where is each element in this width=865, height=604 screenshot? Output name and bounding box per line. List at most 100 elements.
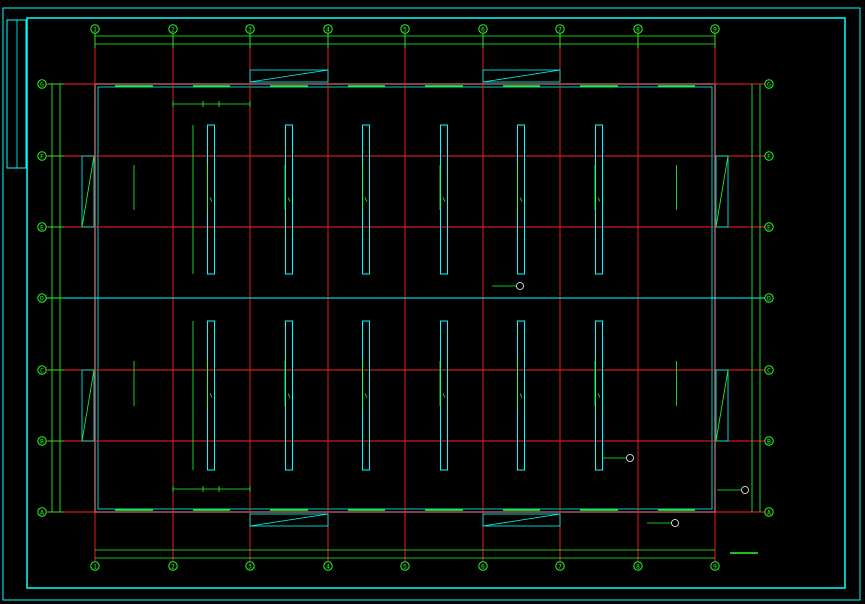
axis-bubble-bottom-4-label: 4 bbox=[326, 562, 330, 570]
detail-marks bbox=[492, 282, 758, 554]
axis-bubble-top-5-label: 5 bbox=[403, 25, 407, 33]
purlin-bar-1-4 bbox=[440, 124, 448, 275]
axis-bubble-top-1 bbox=[90, 24, 100, 34]
axis-bubble-top-1-label: 1 bbox=[93, 25, 97, 33]
axis-bubble-left-C-label: C bbox=[40, 366, 44, 374]
axis-bubble-right-E bbox=[764, 222, 774, 232]
axis-bubble-bottom-3 bbox=[245, 561, 255, 571]
axis-bubble-right-A-label: A bbox=[767, 508, 771, 516]
sheet-inner-border bbox=[26, 17, 846, 589]
purlin-mark bbox=[364, 393, 368, 398]
side-brace-frame bbox=[81, 369, 95, 442]
axis-bubble-right-E-label: E bbox=[767, 223, 771, 231]
purlin-mark bbox=[442, 197, 446, 202]
roof-brace-diagonal bbox=[482, 69, 561, 83]
axis-bubble-bottom-2 bbox=[168, 561, 178, 571]
axis-bubble-right-C bbox=[764, 365, 774, 375]
axis-bubble-right-D-label: D bbox=[767, 294, 771, 302]
title-block bbox=[6, 19, 27, 169]
side-brace-frame bbox=[715, 369, 729, 442]
purlin-mark bbox=[287, 197, 291, 202]
axis-bubble-right-F bbox=[764, 151, 774, 161]
purlin-bar-1-6 bbox=[595, 124, 603, 275]
purlin-bar-2-6 bbox=[595, 320, 603, 471]
axis-bubble-bottom-6-label: 6 bbox=[481, 562, 485, 570]
axis-bubble-left-F bbox=[37, 151, 47, 161]
axis-bubble-top-7 bbox=[555, 24, 565, 34]
structural-grid bbox=[40, 30, 770, 570]
roof-brace-frame bbox=[249, 69, 329, 83]
axis-bubble-right-G-label: G bbox=[767, 80, 771, 88]
axis-bubble-left-B bbox=[37, 436, 47, 446]
roof-brace-frame bbox=[249, 513, 329, 527]
axis-bubble-top-9-label: 9 bbox=[713, 25, 717, 33]
axis-bubble-left-D-label: D bbox=[40, 294, 44, 302]
axis-bubble-bottom-4 bbox=[323, 561, 333, 571]
roof-brace-frame bbox=[482, 69, 561, 83]
purlin-mark bbox=[597, 197, 601, 202]
axis-bubble-left-D bbox=[37, 293, 47, 303]
axis-bubble-top-3-label: 3 bbox=[248, 25, 252, 33]
axis-bubble-right-D bbox=[764, 293, 774, 303]
axis-bubble-bottom-5-label: 5 bbox=[403, 562, 407, 570]
axis-bubble-left-C bbox=[37, 365, 47, 375]
dimension-lines bbox=[48, 32, 761, 559]
axis-bubble-right-A bbox=[764, 507, 774, 517]
purlin-mark bbox=[519, 197, 523, 202]
axis-bubble-right-G bbox=[764, 79, 774, 89]
axis-bubble-left-F-label: F bbox=[40, 152, 44, 160]
axis-bubble-top-5 bbox=[400, 24, 410, 34]
purlin-mark bbox=[209, 197, 213, 202]
axis-bubble-right-F-label: F bbox=[767, 152, 771, 160]
detail-callout-1 bbox=[516, 282, 524, 290]
axis-bubble-bottom-6 bbox=[478, 561, 488, 571]
side-brace-diagonal bbox=[715, 155, 729, 228]
axis-bubble-left-G bbox=[37, 79, 47, 89]
purlin-mark bbox=[287, 393, 291, 398]
sheet-outer-border bbox=[2, 7, 861, 601]
purlin-bar-2-4 bbox=[440, 320, 448, 471]
axis-bubble-left-E bbox=[37, 222, 47, 232]
purlin-mark bbox=[519, 393, 523, 398]
axis-bubble-top-7-label: 7 bbox=[558, 25, 562, 33]
purlin-bar-1-2 bbox=[285, 124, 293, 275]
axis-bubble-left-G-label: G bbox=[40, 80, 44, 88]
axis-bubble-right-C-label: C bbox=[767, 366, 771, 374]
purlin-members bbox=[133, 101, 677, 492]
axis-bubble-bottom-8-label: 8 bbox=[636, 562, 640, 570]
axis-bubble-left-A bbox=[37, 507, 47, 517]
axis-bubble-bottom-3-label: 3 bbox=[248, 562, 252, 570]
roof-brace-frame bbox=[482, 513, 561, 527]
axis-bubble-bottom-1 bbox=[90, 561, 100, 571]
axis-bubble-bottom-9 bbox=[710, 561, 720, 571]
side-brace-diagonal bbox=[81, 155, 95, 228]
axis-bubble-top-9 bbox=[710, 24, 720, 34]
roof-brace-diagonal bbox=[482, 513, 561, 527]
roof-brace-diagonal bbox=[249, 513, 329, 527]
side-brace-frame bbox=[81, 155, 95, 228]
side-brace-diagonal bbox=[715, 369, 729, 442]
axis-bubble-top-6-label: 6 bbox=[481, 25, 485, 33]
detail-callout-4 bbox=[671, 519, 679, 527]
purlin-mark bbox=[442, 393, 446, 398]
side-brace-diagonal bbox=[81, 369, 95, 442]
axis-bubble-bottom-1-label: 1 bbox=[93, 562, 97, 570]
axis-bubble-right-B-label: B bbox=[767, 437, 771, 445]
axis-bubble-left-A-label: A bbox=[40, 508, 44, 516]
axis-bubble-top-4-label: 4 bbox=[326, 25, 330, 33]
axis-bubble-bottom-7 bbox=[555, 561, 565, 571]
purlin-mark bbox=[209, 393, 213, 398]
axis-bubble-left-B-label: B bbox=[40, 437, 44, 445]
axis-bubble-top-6 bbox=[478, 24, 488, 34]
axis-bubble-right-B bbox=[764, 436, 774, 446]
axis-bubble-top-4 bbox=[323, 24, 333, 34]
axis-bubble-top-8-label: 8 bbox=[636, 25, 640, 33]
axis-bubble-bottom-5 bbox=[400, 561, 410, 571]
detail-callout-2 bbox=[626, 454, 634, 462]
axis-bubble-bottom-9-label: 9 bbox=[713, 562, 717, 570]
purlin-mark bbox=[364, 197, 368, 202]
axis-bubble-top-8 bbox=[633, 24, 643, 34]
axis-bubble-bottom-2-label: 2 bbox=[171, 562, 175, 570]
